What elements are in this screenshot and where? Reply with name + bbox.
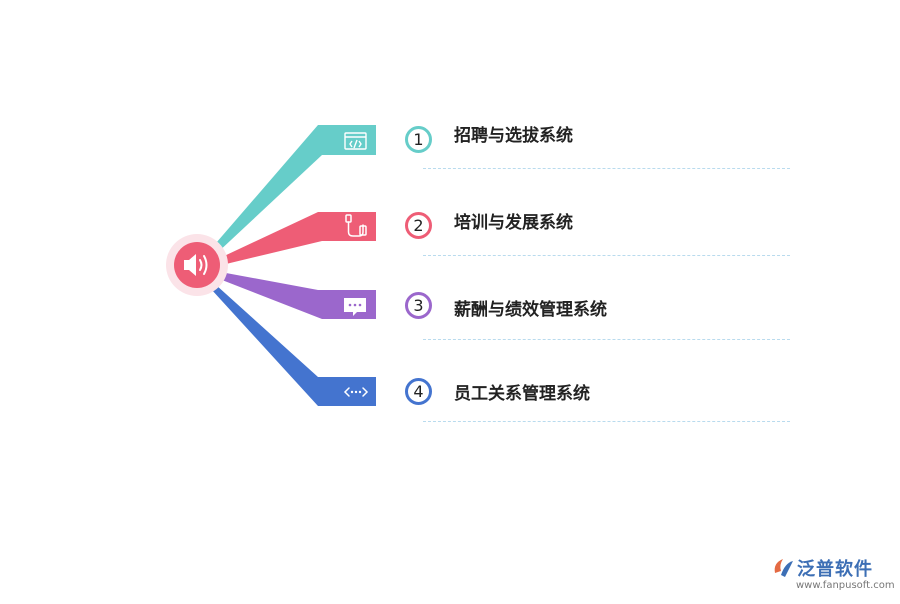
code-window-icon xyxy=(344,132,367,150)
share-arrows-icon xyxy=(343,387,369,397)
branch-wedge-4 xyxy=(211,285,376,406)
number-circle-4: 4 xyxy=(405,378,432,405)
item-label-4: 员工关系管理系统 xyxy=(454,384,590,404)
chat-bubble-icon xyxy=(344,298,366,316)
divider-3 xyxy=(423,339,790,340)
speaker-icon xyxy=(184,254,208,276)
number-circle-2: 2 xyxy=(405,212,432,239)
branch-wedge-2 xyxy=(222,212,376,264)
divider-2 xyxy=(423,255,790,256)
logo-mark-icon xyxy=(774,559,793,577)
divider-1 xyxy=(423,168,790,169)
logo-url: www.fanpusoft.com xyxy=(796,580,895,591)
logo-name: 泛普软件 xyxy=(797,559,873,580)
item-label-3: 薪酬与绩效管理系统 xyxy=(454,300,607,320)
branch-wedge-1 xyxy=(210,125,376,254)
hub-circle xyxy=(174,242,220,288)
usb-cable-icon xyxy=(345,214,367,237)
number-circle-1: 1 xyxy=(405,126,432,153)
brand-logo: 泛普软件 www.fanpusoft.com xyxy=(771,553,895,597)
number-circle-3: 3 xyxy=(405,292,432,319)
item-label-1: 招聘与选拔系统 xyxy=(454,126,573,146)
item-label-2: 培训与发展系统 xyxy=(454,213,573,233)
branch-wedge-3 xyxy=(222,273,376,319)
divider-4 xyxy=(423,421,790,422)
